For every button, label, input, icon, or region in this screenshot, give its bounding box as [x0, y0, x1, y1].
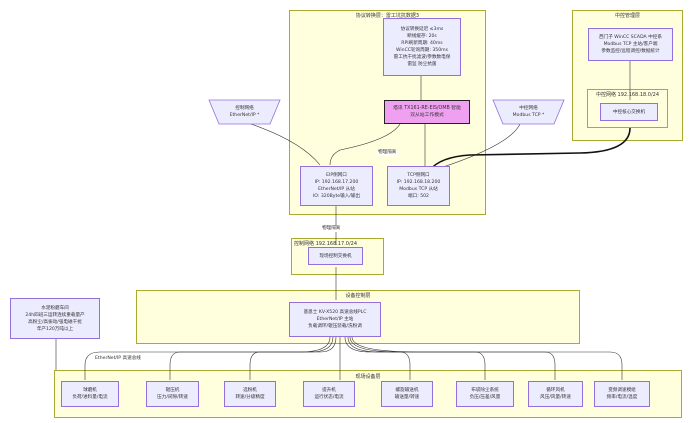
left-trapezoid-node[interactable]: 控制网络 EtherNet/IP *	[209, 100, 280, 124]
edge-plc-roll	[169, 336, 334, 380]
protocol-layer-title: 协议转换层：雷工坑抗数据3	[355, 13, 420, 19]
edge-lefttrap-eip	[244, 121, 321, 166]
device-control-title: 设备控制层	[345, 293, 371, 299]
workshop-line-1: 水泥粉磨车间	[41, 305, 69, 311]
eip-line-4: IO: 320Byte输入/输出	[312, 194, 361, 199]
workshop-line-2: 24h四班三运转连续重载量产	[25, 312, 85, 318]
device-params: 转速/分级精度	[235, 395, 265, 400]
field-switch-label: 现场控制交换机	[319, 253, 352, 259]
eip-line-2: IP: 192.168.17.200	[314, 180, 359, 185]
gateway-node[interactable]: 塔讯 TX161-RE-EIS/OMB 智能 双从站工作模式	[384, 100, 470, 124]
device-separator[interactable]: 选粉机 转速/分级精度	[224, 381, 276, 407]
scada-line-3: 参数监控/远程调控/数据统计	[601, 49, 660, 54]
control-net-title: 控制网络 192.168.17.0/24	[294, 241, 358, 247]
device-circulation-fan[interactable]: 循环风机 风压/风量/转速	[528, 381, 583, 407]
device-params: 负压/压差/风量	[469, 395, 501, 400]
right-trap-line-1: 中控网络	[519, 106, 538, 111]
edge-plc-screw	[344, 336, 411, 380]
edge-plc-dust	[347, 336, 486, 380]
center-net-title: 中控网络 192.168.18.0/24	[595, 92, 660, 98]
device-params: 压力/间隙/转速	[157, 395, 188, 400]
device-ball-mill[interactable]: 球磨机 负荷/进料量/电流	[61, 381, 119, 407]
perf-line-4: WinCC轮询周期: 350ms	[395, 48, 449, 53]
edge-tcp-center-thick	[429, 127, 631, 171]
device-roller-press[interactable]: 辊压机 压力/间隙/转速	[146, 381, 199, 407]
center-switch-label: 中控核心交换机	[612, 109, 646, 115]
perf-line-5: 雷工抗干扰滤波/参数数电保	[393, 55, 451, 60]
plc-line-1: 基恩士 KV-X520 高速总线PLC	[303, 310, 367, 315]
device-params: 输送量/转速	[394, 395, 420, 400]
plc-node[interactable]: 基恩士 KV-X520 高速总线PLC EtherNet/IP 主站 负载调环/…	[289, 302, 381, 337]
device-name: 螺旋输送机	[395, 388, 419, 393]
field-switch-node[interactable]: 现场控制交换机	[308, 247, 363, 265]
device-name: 变频调速模组	[608, 388, 636, 393]
edge-label-bus: EtherNet/IP 高速总线	[94, 356, 142, 362]
gateway-line-2: 双从站工作模式	[410, 113, 444, 118]
device-name: 提升机	[322, 388, 336, 393]
scada-node[interactable]: 西门子 WinCC SCADA 中控系 Modbus TCP 主站/客户端 参数…	[588, 28, 673, 61]
tcp-line-4: 端口: 502	[408, 194, 429, 199]
edge-plc-vfd	[351, 336, 623, 380]
right-trap-line-2: Modbus TCP *	[512, 113, 545, 118]
edge-plc-sep	[249, 336, 337, 380]
plc-line-2: EtherNet/IP 主站	[316, 317, 354, 322]
device-name: 球磨机	[83, 388, 97, 393]
edge-label-phys2: 物理隔离	[321, 226, 342, 232]
plc-line-3: 负载调环/辊压装载/洗粉调	[308, 324, 362, 329]
device-dust-collector[interactable]: 布袋除尘系统 负压/压差/风量	[456, 381, 514, 407]
eip-port-node[interactable]: EIP侧网口 IP: 192.168.17.200 EtherNet/IP 从站…	[300, 166, 373, 206]
tcp-line-2: IP: 192.168.18.200	[396, 180, 441, 185]
eip-line-1: EIP侧网口	[326, 173, 347, 178]
left-trap-line-1: 控制网络	[235, 106, 254, 111]
edge-gateway-eip	[329, 123, 401, 166]
workshop-line-4: 年产120万吨以上	[36, 326, 74, 332]
perf-line-3: RPI刷新周期: 40ms	[401, 41, 443, 46]
device-params: 运行状态/电流	[314, 395, 344, 400]
perf-line-6: 雷监 防尘抗菌	[407, 62, 437, 67]
device-params: 频率/电流/温度	[606, 395, 638, 400]
eip-line-3: EtherNet/IP 从站	[318, 187, 355, 192]
edge-plc-fan	[349, 336, 556, 380]
device-name: 布袋除尘系统	[471, 388, 499, 393]
tcp-line-3: Modbus TCP 从站	[399, 187, 438, 192]
device-params: 风压/风量/转速	[540, 395, 571, 400]
scada-line-1: 西门子 WinCC SCADA 中控系	[599, 35, 662, 40]
gateway-line-1: 塔讯 TX161-RE-EIS/OMB 智能	[393, 106, 461, 111]
perf-line-2: 断线缓存: 20s	[407, 34, 437, 39]
device-elevator[interactable]: 提升机 运行状态/电流	[303, 381, 355, 407]
workshop-node[interactable]: 水泥粉磨车间 24h四班三运转连续重载量产 高粉尘/高振动/强电磁干扰 年产12…	[10, 298, 100, 339]
field-devices-title: 现场设备层	[355, 374, 381, 380]
device-name: 辊压机	[165, 388, 180, 393]
device-name: 选粉机	[243, 388, 257, 393]
control-center-title: 中控管理层	[614, 13, 640, 19]
edge-label-phys1: 物理隔离	[377, 150, 398, 156]
device-name: 循环风机	[546, 388, 565, 393]
perf-line-1: 协议转换延迟 ≤3ms	[400, 27, 444, 32]
tcp-line-1: TCP侧网口	[407, 173, 430, 178]
scada-line-2: Modbus TCP 主站/客户端	[603, 42, 658, 47]
device-screw-conveyor[interactable]: 螺旋输送机 输送量/转速	[381, 381, 433, 407]
device-params: 负荷/进料量/电流	[72, 395, 108, 400]
tcp-port-node[interactable]: TCP侧网口 IP: 192.168.18.200 Modbus TCP 从站 …	[387, 166, 450, 206]
performance-spec-node: 协议转换延迟 ≤3ms 断线缓存: 20s RPI刷新周期: 40ms WinC…	[383, 18, 461, 76]
left-trap-line-2: EtherNet/IP *	[229, 113, 260, 118]
device-vfd-module[interactable]: 变频调速模组 频率/电流/温度	[594, 381, 650, 407]
right-trapezoid-node[interactable]: 中控网络 Modbus TCP *	[493, 100, 564, 124]
workshop-line-3: 高粉尘/高振动/强电磁干扰	[28, 319, 82, 325]
edge-plc-ball	[84, 336, 331, 380]
edge-righttrap-tcp	[439, 123, 521, 169]
center-switch-node[interactable]: 中控核心交换机	[600, 103, 658, 121]
